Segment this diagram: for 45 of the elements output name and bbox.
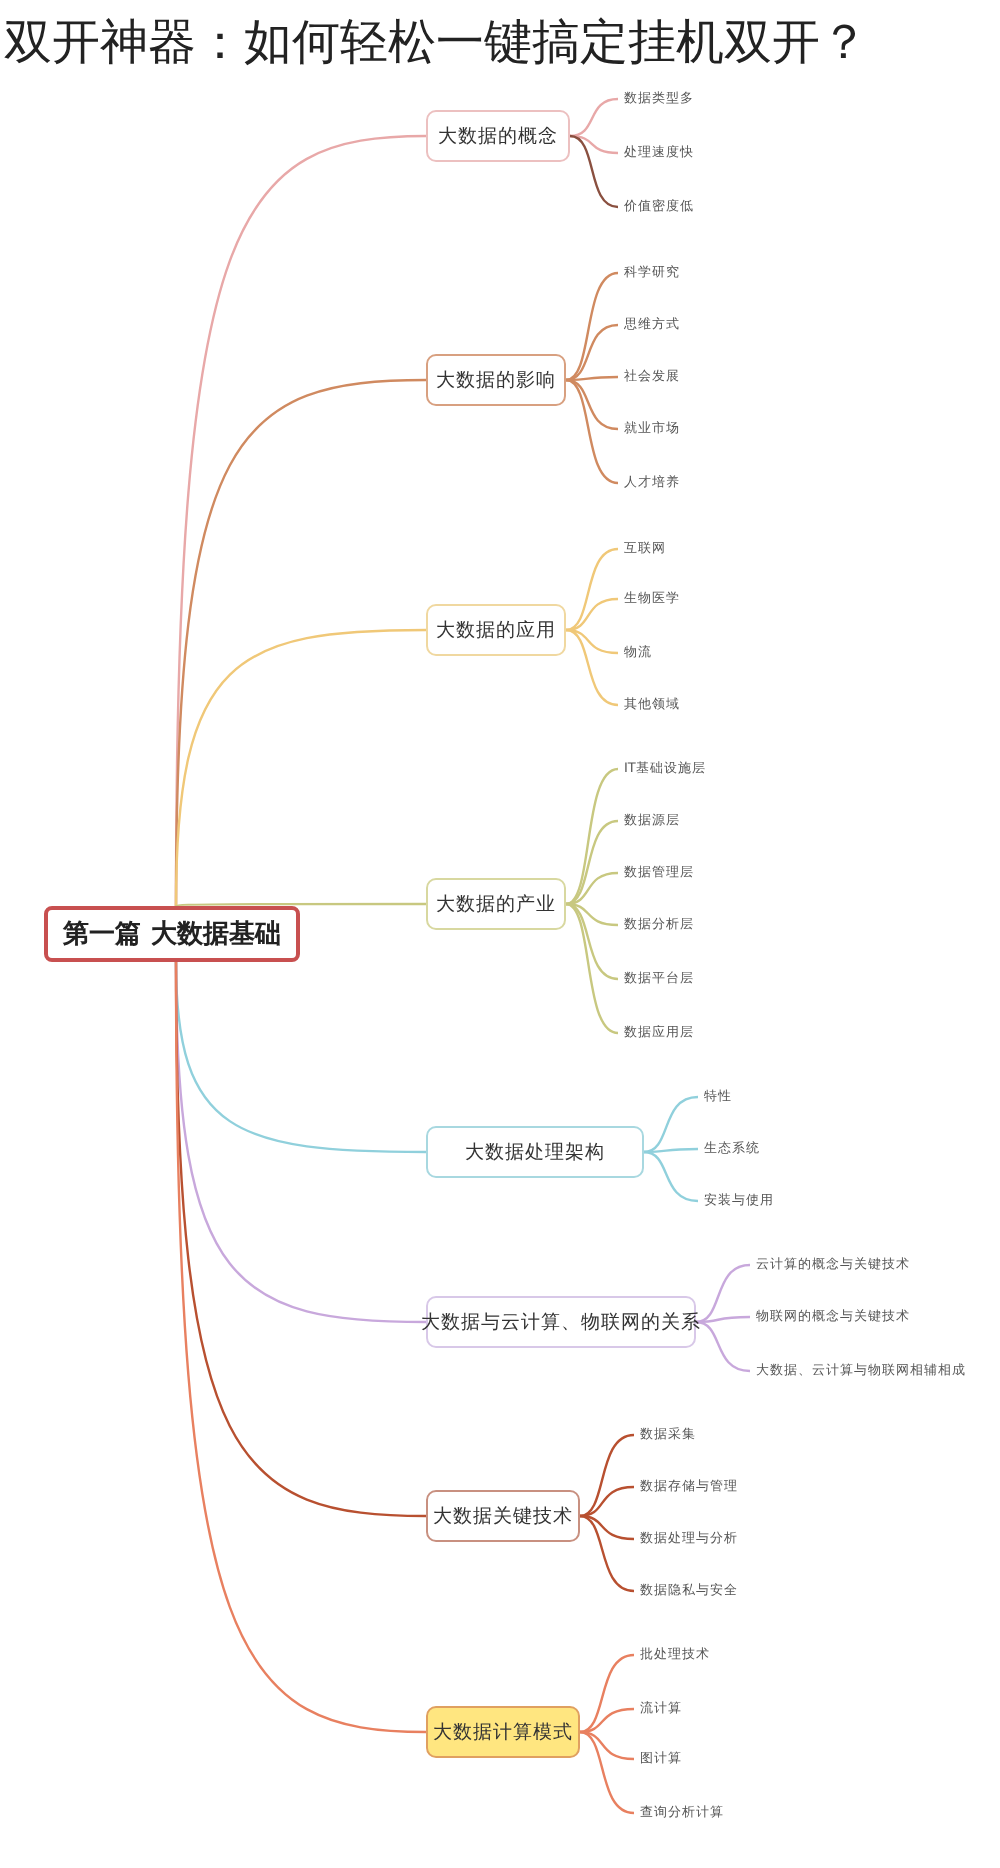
- branch-line: [174, 628, 426, 907]
- branch-line: [565, 323, 619, 382]
- branch-line: [579, 1730, 635, 1815]
- branch-line: [565, 871, 619, 906]
- branch-line: [643, 1095, 699, 1154]
- branch-line: [565, 902, 619, 927]
- branch-line: [565, 902, 619, 981]
- branch-line: [569, 97, 619, 138]
- topic-box: 大数据的影响: [426, 354, 566, 406]
- topic-box: 大数据关键技术: [426, 1490, 580, 1542]
- topic-box: 大数据的应用: [426, 604, 566, 656]
- branch-line: [695, 1315, 750, 1324]
- topic-box: 大数据计算模式: [426, 1706, 580, 1758]
- branch-line: [565, 597, 619, 632]
- branch-line: [695, 1263, 751, 1324]
- topic-box: 大数据的产业: [426, 878, 566, 930]
- branch-line: [565, 628, 619, 655]
- branch-line: [175, 902, 426, 908]
- branch-line: [565, 378, 619, 431]
- branch-line: [566, 375, 618, 382]
- branch-line: [565, 378, 619, 485]
- topic-box: 大数据与云计算、物联网的关系: [426, 1296, 696, 1348]
- branch-line: [579, 1514, 635, 1541]
- page-title: 双开神器：如何轻松一键搞定挂机双开？: [4, 12, 870, 74]
- branch-line: [565, 767, 619, 906]
- branch-line: [565, 902, 619, 1035]
- branch-line: [579, 1485, 635, 1518]
- branch-line: [569, 134, 619, 209]
- topic-box: 大数据处理架构: [426, 1126, 644, 1178]
- branch-line: [644, 1147, 698, 1154]
- root-topic-box: 第一篇 大数据基础: [44, 906, 300, 962]
- branch-line: [579, 1653, 635, 1734]
- branch-line: [565, 271, 619, 382]
- branch-line: [569, 134, 619, 155]
- branch-line: [565, 819, 619, 906]
- branch-line: [695, 1320, 751, 1373]
- branch-line: [565, 547, 619, 632]
- branch-line: [643, 1150, 699, 1203]
- topic-box: 大数据的概念: [426, 110, 570, 162]
- branch-line: [579, 1433, 635, 1518]
- branch-line: [579, 1730, 635, 1761]
- branch-line: [174, 962, 427, 1734]
- branch-line: [579, 1707, 635, 1734]
- branch-line: [579, 1514, 635, 1593]
- branch-line: [565, 628, 619, 707]
